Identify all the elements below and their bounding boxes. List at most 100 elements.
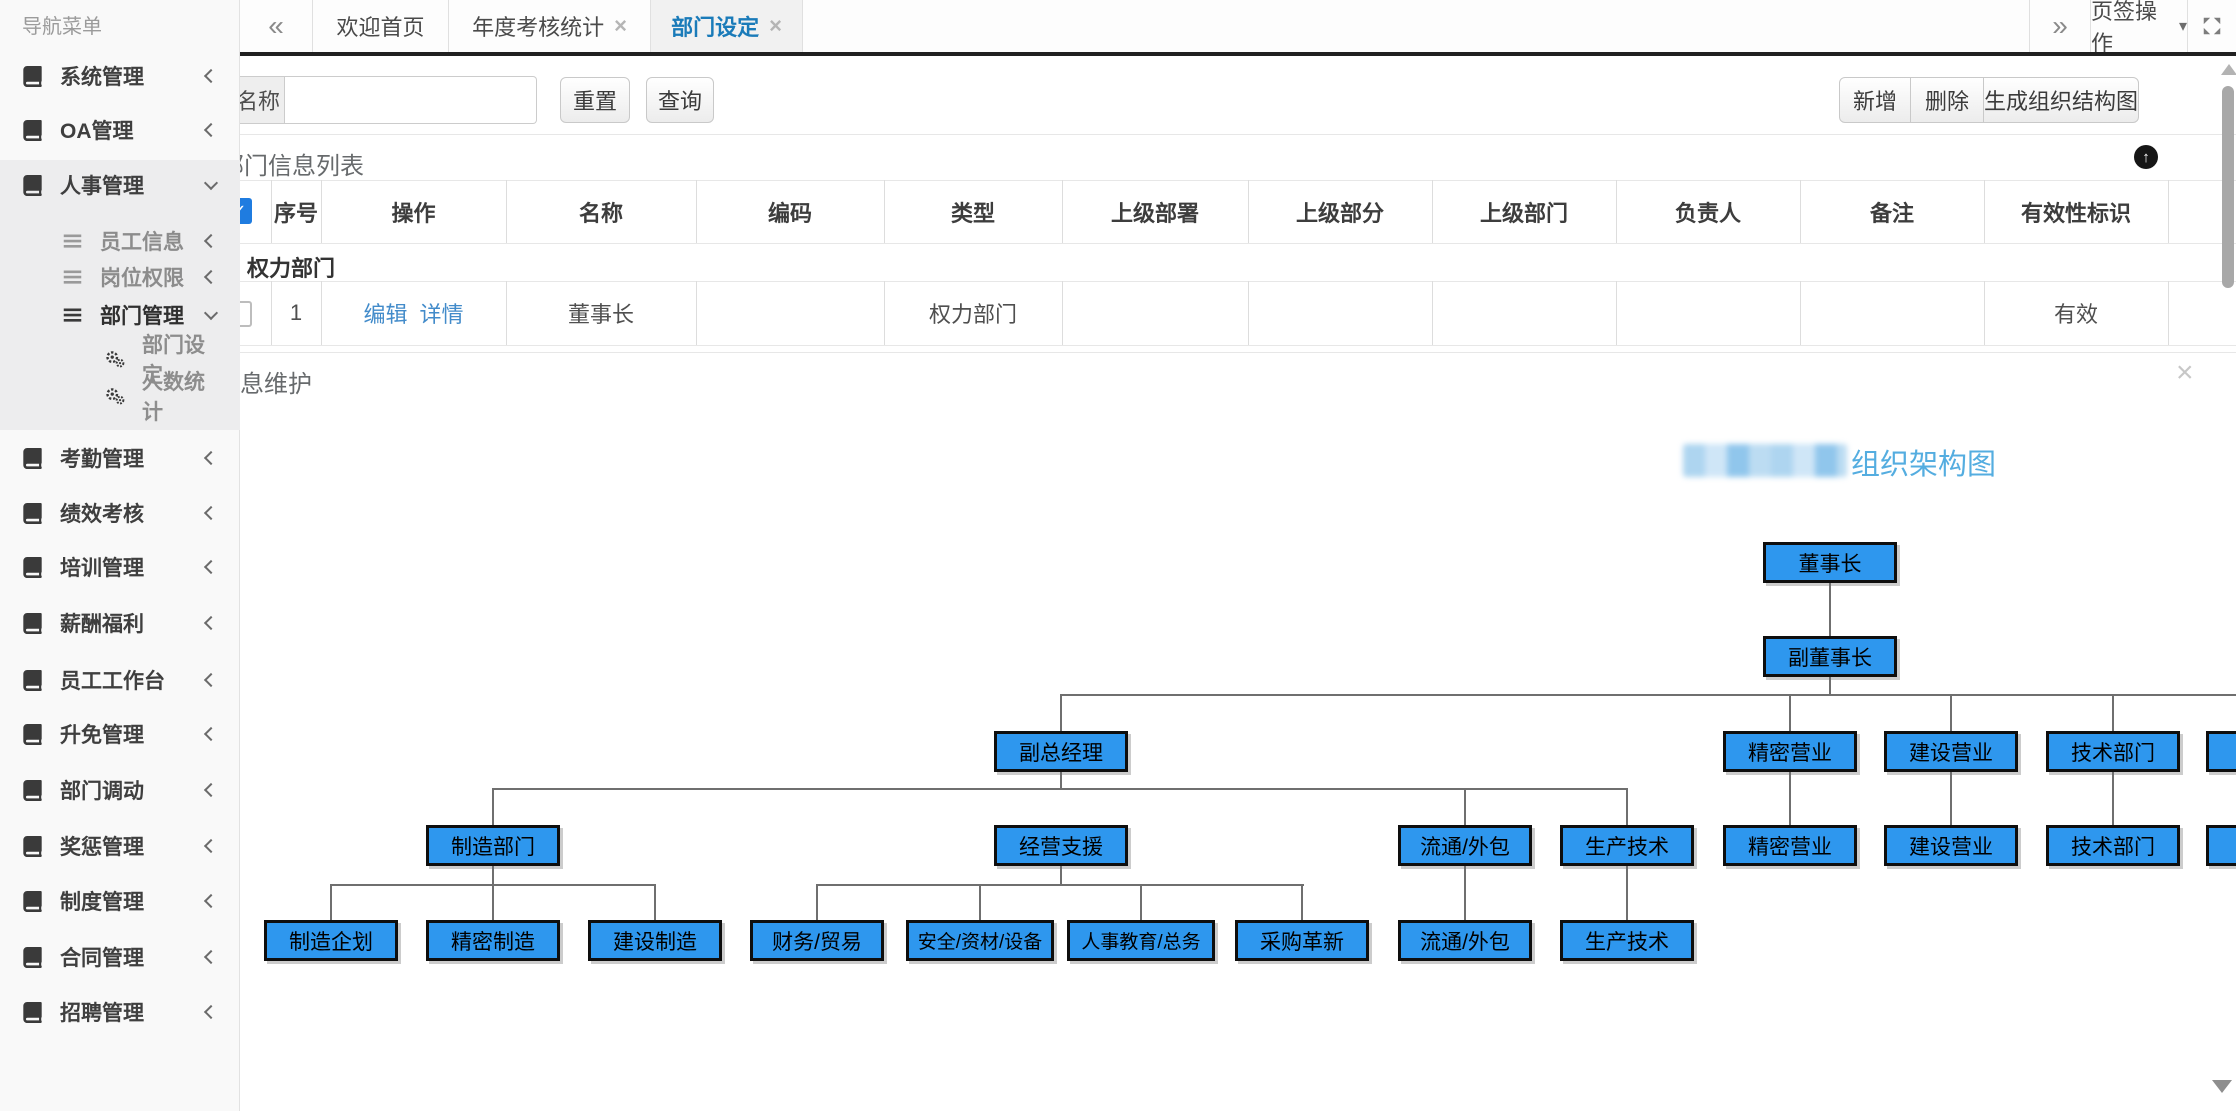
org-node: 董事长 [1763,542,1897,583]
divider [0,134,2236,135]
detail-link[interactable]: 详情 [419,302,464,327]
sidebar-item-position-permission[interactable]: 岗位权限 [0,257,240,297]
org-node: 流通/外包 [1398,920,1532,961]
tab-department-setting[interactable]: 部门设定 × [651,0,803,52]
chevron-left-icon [203,949,219,965]
org-node: 精密制造 [426,920,560,961]
tab-operations-dropdown[interactable]: 页签操作 ▾ [2090,0,2187,56]
divider [0,243,2236,244]
sidebar-item-department-setting[interactable]: 部门设定 [0,334,240,387]
org-node: 安全/资材/设备 [906,920,1054,961]
sidebar-item-performance[interactable]: 绩效考核 [0,493,240,533]
scroll-tabs-left-button[interactable]: « [240,0,313,52]
sidebar-item-employee-info[interactable]: 员工信息 [0,221,240,261]
sidebar-item-transfer[interactable]: 部门调动 [0,770,240,810]
chevron-down-icon: ▾ [2178,18,2187,35]
generate-orgchart-button[interactable]: 生成组织结构图 [1983,77,2139,123]
sidebar-item-recruitment[interactable]: 招聘管理 [0,992,240,1032]
add-button[interactable]: 新增 [1839,77,1911,123]
col-header-owner: 负责人 [1674,200,1741,226]
sidebar-title: 导航菜单 [22,16,102,38]
org-node: 建设制造 [588,920,722,961]
tab-label: 部门设定 [671,15,760,40]
arrow-up-icon: ↑ [2142,148,2150,166]
cell-valid: 有效 [2053,302,2098,327]
fullscreen-toggle-button[interactable] [2187,0,2236,52]
chevron-left-icon [203,672,219,688]
book-icon [22,889,46,913]
chevron-left-icon [203,269,219,285]
sidebar-item-salary[interactable]: 薪酬福利 [0,603,240,643]
query-button[interactable]: 查询 [646,77,714,123]
tab-welcome[interactable]: 欢迎首页 [313,0,449,52]
sidebar-item-workbench[interactable]: 员工工作台 [0,660,240,700]
double-right-arrow-icon: » [2052,10,2068,41]
sidebar-item-promotion[interactable]: 升免管理 [0,714,240,754]
tab-operations-label: 页签操作 [2091,0,2158,56]
org-node: 精密营业 [1723,731,1857,772]
org-node: 副总经理 [994,731,1128,772]
chevron-left-icon [203,559,219,575]
collapse-panel-button[interactable]: ↑ [2134,145,2158,169]
divider [0,352,2236,353]
close-panel-icon[interactable]: × [2176,356,2194,389]
close-tab-icon[interactable]: × [614,13,627,38]
double-left-arrow-icon: « [268,10,284,41]
col-header-sup-deploy: 上级部署 [1110,200,1199,226]
edit-link[interactable]: 编辑 [363,302,408,327]
tab-annual-stats[interactable]: 年度考核统计 × [449,0,651,52]
active-menu-background [0,160,240,430]
org-node: 采购革新 [1235,920,1369,961]
tabbar-spacer [803,0,2029,52]
book-icon [22,118,46,142]
scrollbar-down-arrow[interactable] [2212,1080,2232,1093]
expand-arrows-icon [2201,15,2223,37]
org-node: 建设营业 [1884,731,2018,772]
sidebar-item-hr[interactable]: 人事管理 [0,165,240,205]
chevron-left-icon [203,68,219,84]
col-header-seq: 序号 [273,200,318,226]
org-node: 生产技术 [1560,920,1694,961]
bars-icon [62,265,86,289]
divider [0,345,2236,346]
reset-button[interactable]: 重置 [560,77,630,123]
chevron-left-icon [203,782,219,798]
book-icon [22,722,46,746]
col-header-sup-part: 上级部分 [1295,200,1384,226]
sidebar-item-training[interactable]: 培训管理 [0,547,240,587]
delete-button[interactable]: 删除 [1910,77,1984,123]
col-header-code: 编码 [767,200,812,226]
book-icon [22,64,46,88]
search-input[interactable] [285,76,537,124]
scroll-tabs-right-button[interactable]: » [2029,0,2090,52]
org-node-partial [2206,825,2236,866]
chevron-left-icon [203,726,219,742]
col-header-valid: 有效性标识 [2020,200,2131,226]
sidebar-item-reward[interactable]: 奖惩管理 [0,826,240,866]
scrollbar-up-arrow[interactable] [2221,64,2236,75]
close-tab-icon[interactable]: × [769,13,782,38]
org-node: 生产技术 [1560,825,1694,866]
chevron-left-icon [203,893,219,909]
tabbar-bottom-border [240,52,2236,56]
col-header-actions: 操作 [391,200,436,226]
col-header-note: 备注 [1869,200,1914,226]
sidebar-item-attendance[interactable]: 考勤管理 [0,438,240,478]
org-node: 技术部门 [2046,731,2180,772]
chevron-down-icon [203,305,219,321]
sidebar-item-oa[interactable]: OA管理 [0,110,240,150]
sidebar-item-contract[interactable]: 合同管理 [0,937,240,977]
book-icon [22,555,46,579]
sidebar-item-system[interactable]: 系统管理 [0,56,240,96]
sidebar-item-headcount-stats[interactable]: 人数统计 [0,371,240,424]
scrollbar-thumb[interactable] [2222,86,2234,288]
chevron-left-icon [203,838,219,854]
tab-bar: « 欢迎首页 年度考核统计 × 部门设定 × » 页签操作 ▾ [240,0,2236,56]
sidebar-item-department-mgmt[interactable]: 部门管理 [0,295,240,335]
chevron-left-icon [203,233,219,249]
sidebar-item-policy[interactable]: 制度管理 [0,881,240,921]
sidebar: 导航菜单 系统管理 OA管理 人事管理 员工信息 岗位权限 部门管理 部门设定 [0,0,240,1111]
chevron-left-icon [203,122,219,138]
table-action-buttons: 新增 删除 生成组织结构图 [1839,77,2139,123]
